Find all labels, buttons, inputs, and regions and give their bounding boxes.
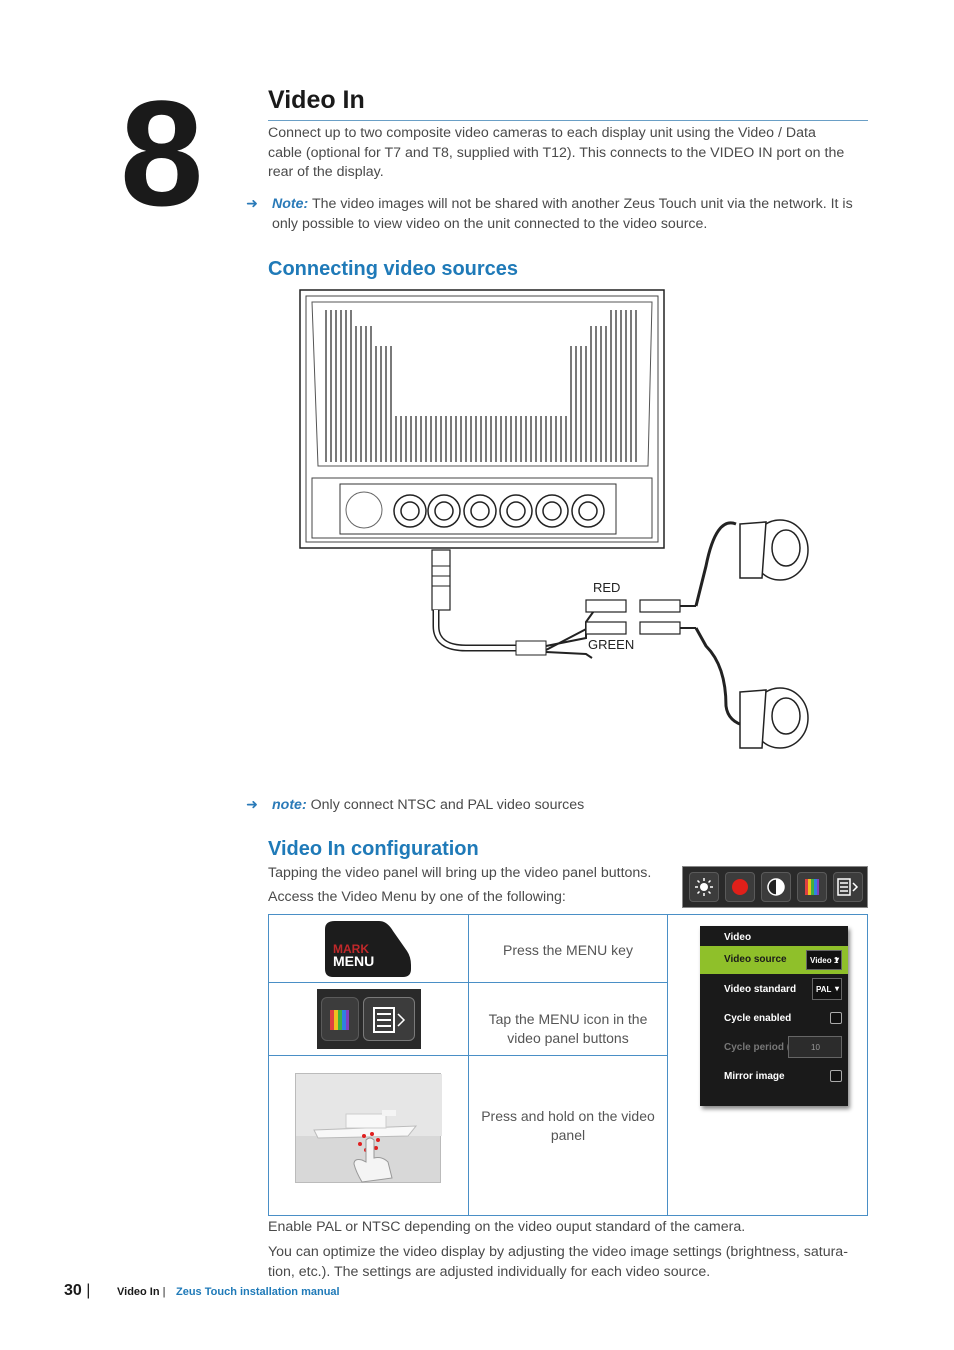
hardware-key-illustration <box>325 921 411 977</box>
section-heading-configuration: Video In configuration <box>268 838 479 860</box>
color-saturation-button[interactable] <box>725 872 755 902</box>
intro-line-2: cable (optional for T7 and T8, supplied … <box>268 144 845 161</box>
note-1-label: Note: <box>272 196 309 212</box>
row-2-text-line-1: Tap the MENU icon in the <box>488 1011 648 1027</box>
row-1-text: Press the MENU key <box>503 942 633 958</box>
menu-label: MENU <box>333 953 375 969</box>
mark-label: MARK <box>333 942 369 956</box>
connection-diagram: RED GREEN <box>296 286 856 766</box>
intro-line-3: rear of the display. <box>268 164 384 180</box>
display-rear-illustration <box>299 289 809 749</box>
cycle-period-label: Cycle period (s) <box>724 1042 800 1053</box>
table-divider <box>269 1055 667 1056</box>
config-line-1: Tapping the video panel will bring up th… <box>268 865 652 881</box>
menu-item-cycle-period[interactable]: Cycle period (s) 10 <box>700 1034 848 1062</box>
chapter-number: 8 <box>120 69 203 237</box>
menu-icon-closeup <box>317 989 421 1049</box>
section-heading-connecting: Connecting video sources <box>268 258 519 280</box>
footer-separator: | <box>86 1282 91 1299</box>
video-source-value: Video 1 <box>810 956 839 965</box>
page-number-value: 30 <box>64 1282 82 1299</box>
cycle-period-value: 10 <box>811 1043 820 1052</box>
sun-icon <box>695 878 713 896</box>
note-1-line-2: only possible to view video on the unit … <box>272 215 708 232</box>
menu-list-icon <box>373 1007 406 1033</box>
menu-item-video-source[interactable]: Video source Video 1 ▾ <box>700 946 848 974</box>
row-2-text-line-2: video panel buttons <box>507 1030 629 1046</box>
arrow-right-icon: ➜ <box>246 196 258 212</box>
contrast-button[interactable] <box>761 872 791 902</box>
menu-item-mirror-image[interactable]: Mirror image <box>700 1063 848 1091</box>
table-divider <box>269 982 667 983</box>
video-panel-buttons <box>682 866 868 908</box>
contrast-icon <box>767 878 785 896</box>
note-1: ➜ Note: The video images will not be sha… <box>246 195 876 235</box>
mirror-image-checkbox[interactable] <box>830 1070 842 1082</box>
cycle-enabled-checkbox[interactable] <box>830 1012 842 1024</box>
video-source-label: Video source <box>724 954 787 965</box>
red-dot-icon <box>732 879 748 895</box>
menu-button[interactable] <box>833 872 863 902</box>
cycle-enabled-label: Cycle enabled <box>724 1013 792 1024</box>
note-2-label: note: <box>272 797 307 813</box>
video-panel-touch-illustration <box>295 1073 442 1183</box>
video-menu-title-row: Video <box>700 926 848 946</box>
row-3-text-line-2: panel <box>550 1127 586 1143</box>
menu-list-icon <box>837 878 859 896</box>
mark-menu-key: MARK MENU <box>325 921 411 977</box>
chevron-down-icon: ▾ <box>835 984 840 993</box>
title-rule <box>268 120 868 121</box>
closing-line-2: You can optimize the video display by ad… <box>268 1244 848 1260</box>
footer-section: Video In | <box>117 1286 166 1298</box>
note-2: ➜ note: Only connect NTSC and PAL video … <box>246 796 646 816</box>
hue-button-closeup <box>321 997 359 1041</box>
menu-button-closeup <box>363 997 415 1041</box>
table-divider <box>667 915 668 1215</box>
footer-manual-title: Zeus Touch installation manual <box>176 1286 340 1298</box>
video-standard-dropdown[interactable]: PAL ▾ <box>812 978 842 1000</box>
video-standard-label: Video standard <box>724 984 797 995</box>
ship-and-finger-icon <box>296 1074 442 1183</box>
label-red: RED <box>593 580 621 595</box>
brightness-button[interactable] <box>689 872 719 902</box>
hue-button[interactable] <box>797 872 827 902</box>
arrow-right-icon: ➜ <box>246 797 258 813</box>
footer-manual-separator: | <box>162 1286 166 1298</box>
menu-item-cycle-enabled[interactable]: Cycle enabled <box>700 1005 848 1033</box>
table-divider <box>468 915 469 1215</box>
closing-line-3: tion, etc.). The settings are adjusted i… <box>268 1263 711 1280</box>
page-number: 30 | <box>64 1282 90 1300</box>
closing-line-1: Enable PAL or NTSC depending on the vide… <box>268 1219 746 1235</box>
footer-section-name: Video In <box>117 1286 160 1298</box>
intro-line-1: Connect up to two composite video camera… <box>268 125 816 141</box>
video-standard-value: PAL <box>816 985 832 994</box>
note-2-text: Only connect NTSC and PAL video sources <box>306 797 585 813</box>
label-green: GREEN <box>588 637 635 652</box>
menu-item-video-standard[interactable]: Video standard PAL ▾ <box>700 976 848 1004</box>
chapter-title: Video In <box>268 86 365 114</box>
cycle-period-field[interactable]: 10 <box>788 1036 842 1058</box>
menu-access-table: MARK MENU Press the MENU key Tap the MEN… <box>268 914 868 1216</box>
video-menu-title: Video <box>724 932 752 943</box>
note-1-line-1: The video images will not be shared with… <box>308 196 853 212</box>
video-menu: Video Video source Video 1 ▾ Video stand… <box>700 926 848 1106</box>
rainbow-icon <box>330 1010 349 1030</box>
config-line-2: Access the Video Menu by one of the foll… <box>268 889 566 905</box>
rainbow-icon <box>805 879 819 895</box>
video-source-dropdown[interactable]: Video 1 ▾ <box>806 950 842 970</box>
mirror-image-label: Mirror image <box>724 1071 785 1082</box>
chevron-down-icon: ▾ <box>835 955 840 964</box>
row-3-text-line-1: Press and hold on the video <box>481 1108 655 1124</box>
